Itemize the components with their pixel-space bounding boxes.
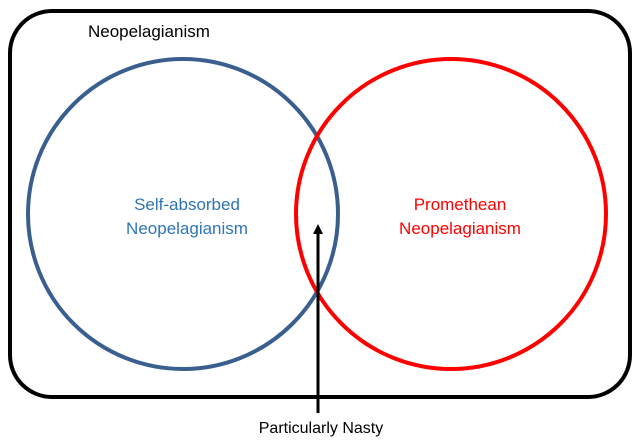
self-absorbed-label: Self-absorbed Neopelagianism — [77, 193, 297, 241]
promethean-circle — [294, 57, 608, 371]
promethean-label-line2: Neopelagianism — [399, 219, 521, 238]
self-absorbed-label-line1: Self-absorbed — [134, 195, 240, 214]
promethean-label-line1: Promethean — [413, 195, 507, 214]
outer-set-boundary — [8, 9, 632, 399]
self-absorbed-label-line2: Neopelagianism — [126, 219, 248, 238]
self-absorbed-circle — [26, 57, 340, 371]
overlap-label: Particularly Nasty — [258, 420, 384, 437]
outer-set-label: Neopelagianism — [88, 22, 210, 41]
promethean-label: Promethean Neopelagianism — [350, 193, 570, 241]
